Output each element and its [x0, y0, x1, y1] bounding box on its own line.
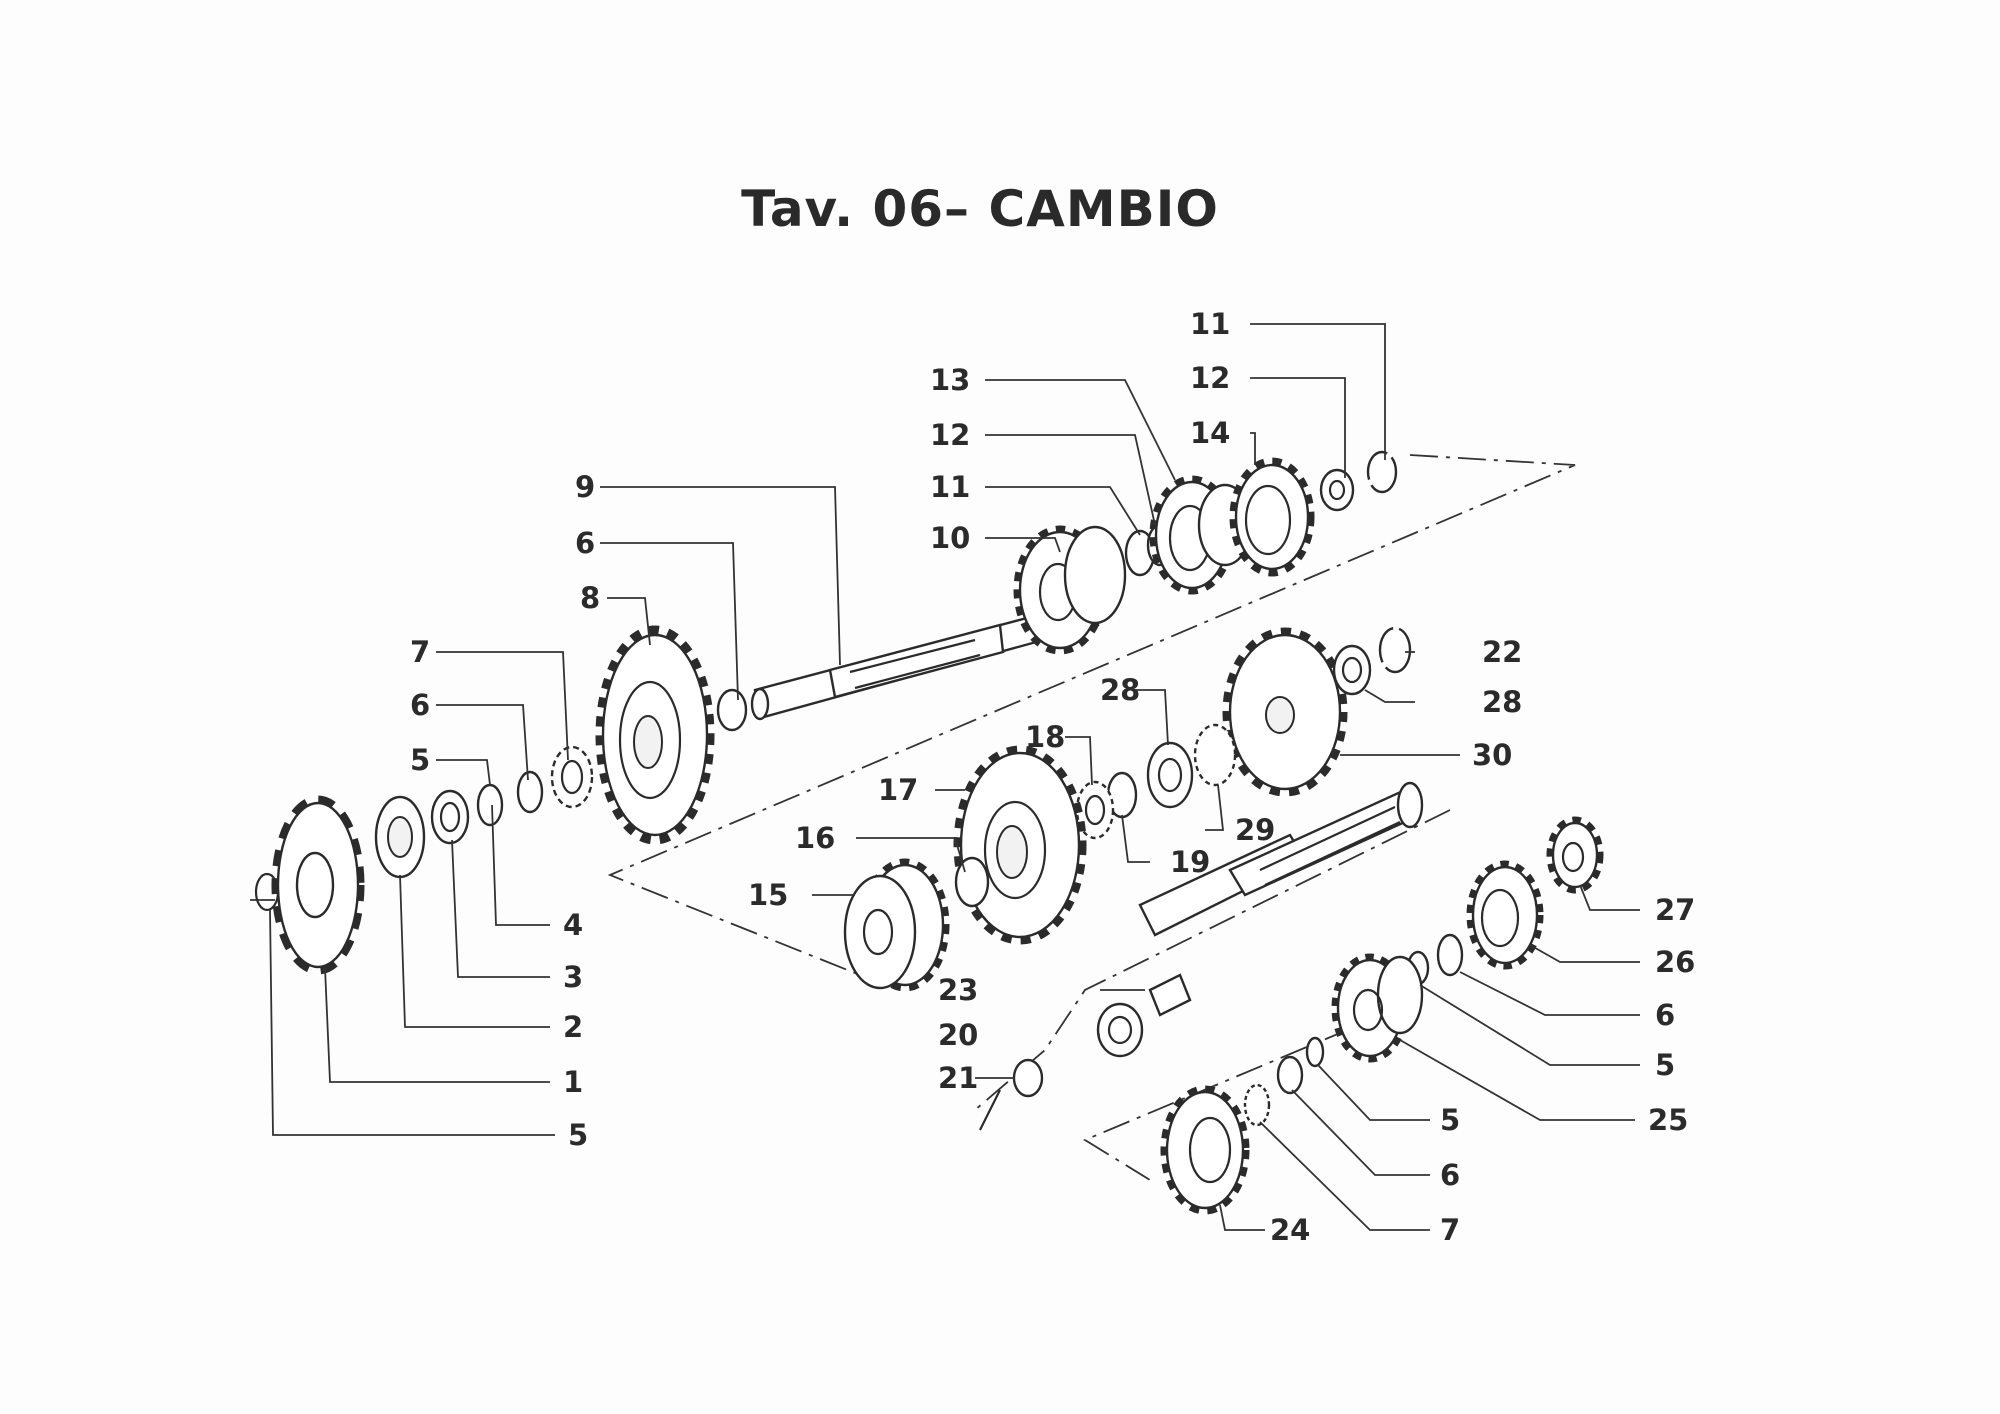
callout-7: 7	[1440, 1213, 1460, 1247]
washer-circlip-upper	[1319, 450, 1398, 512]
callout-16: 16	[795, 821, 835, 855]
gear-17	[953, 745, 1087, 945]
gear-24	[1160, 1085, 1250, 1215]
layshaft	[1138, 781, 1424, 1017]
gear-15	[843, 856, 990, 992]
callout-9: 9	[575, 470, 595, 504]
callout-22: 22	[1482, 635, 1522, 669]
page-title: Tav. 06– CAMBIO	[741, 180, 1219, 238]
callout-23: 23	[938, 973, 978, 1007]
callout-28: 28	[1100, 673, 1140, 707]
callout-1: 1	[563, 1065, 583, 1099]
layshaft-small-parts	[1243, 1036, 1325, 1127]
callout-12: 12	[930, 418, 970, 452]
callout-17: 17	[878, 773, 918, 807]
assembly-guide-lines	[250, 454, 1576, 1181]
sprocket	[254, 795, 365, 975]
callout-labels: 11 12 14 13 12 11 10 9 6 8 7 6 5 22 28 3…	[410, 307, 1695, 1247]
callout-11: 11	[930, 470, 970, 504]
callout-30: 30	[1472, 738, 1512, 772]
callout-6: 6	[1655, 998, 1675, 1032]
callout-15: 15	[748, 878, 788, 912]
gear-25	[1331, 953, 1424, 1063]
callout-13: 13	[930, 363, 970, 397]
gear-10	[1013, 525, 1127, 655]
callout-5: 5	[1440, 1103, 1460, 1137]
callout-11: 11	[1190, 307, 1230, 341]
callout-29: 29	[1235, 813, 1275, 847]
callout-27: 27	[1655, 893, 1695, 927]
gear-14	[1229, 457, 1315, 577]
mainshaft	[750, 598, 1100, 721]
callout-7: 7	[410, 635, 430, 669]
callout-4: 4	[563, 908, 583, 942]
callout-14: 14	[1190, 416, 1230, 450]
callout-24: 24	[1270, 1213, 1310, 1247]
callout-19: 19	[1170, 845, 1210, 879]
gear-13	[1124, 475, 1253, 595]
gear-26	[1466, 860, 1544, 970]
callout-8: 8	[580, 581, 600, 615]
gear-27	[1546, 816, 1604, 894]
callout-2: 2	[563, 1010, 583, 1044]
callout-6: 6	[575, 526, 595, 560]
leader-lines	[269, 323, 1640, 1231]
callout-5: 5	[1655, 1048, 1675, 1082]
callout-5: 5	[410, 743, 430, 777]
callout-28: 28	[1482, 685, 1522, 719]
gear-30	[1222, 626, 1412, 797]
callout-12: 12	[1190, 361, 1230, 395]
needle-bearings-mid	[1075, 723, 1237, 840]
callout-6: 6	[1440, 1158, 1460, 1192]
callout-6: 6	[410, 688, 430, 722]
callout-10: 10	[930, 521, 970, 555]
callout-25: 25	[1648, 1103, 1688, 1137]
gear-8	[595, 625, 715, 845]
callout-3: 3	[563, 960, 583, 994]
callout-18: 18	[1025, 720, 1065, 754]
callout-21: 21	[938, 1061, 978, 1095]
callout-26: 26	[1655, 945, 1695, 979]
callout-5: 5	[568, 1118, 588, 1152]
callout-20: 20	[938, 1018, 978, 1052]
washer-20-bush-21	[979, 1002, 1144, 1131]
left-group-rings	[374, 688, 748, 879]
